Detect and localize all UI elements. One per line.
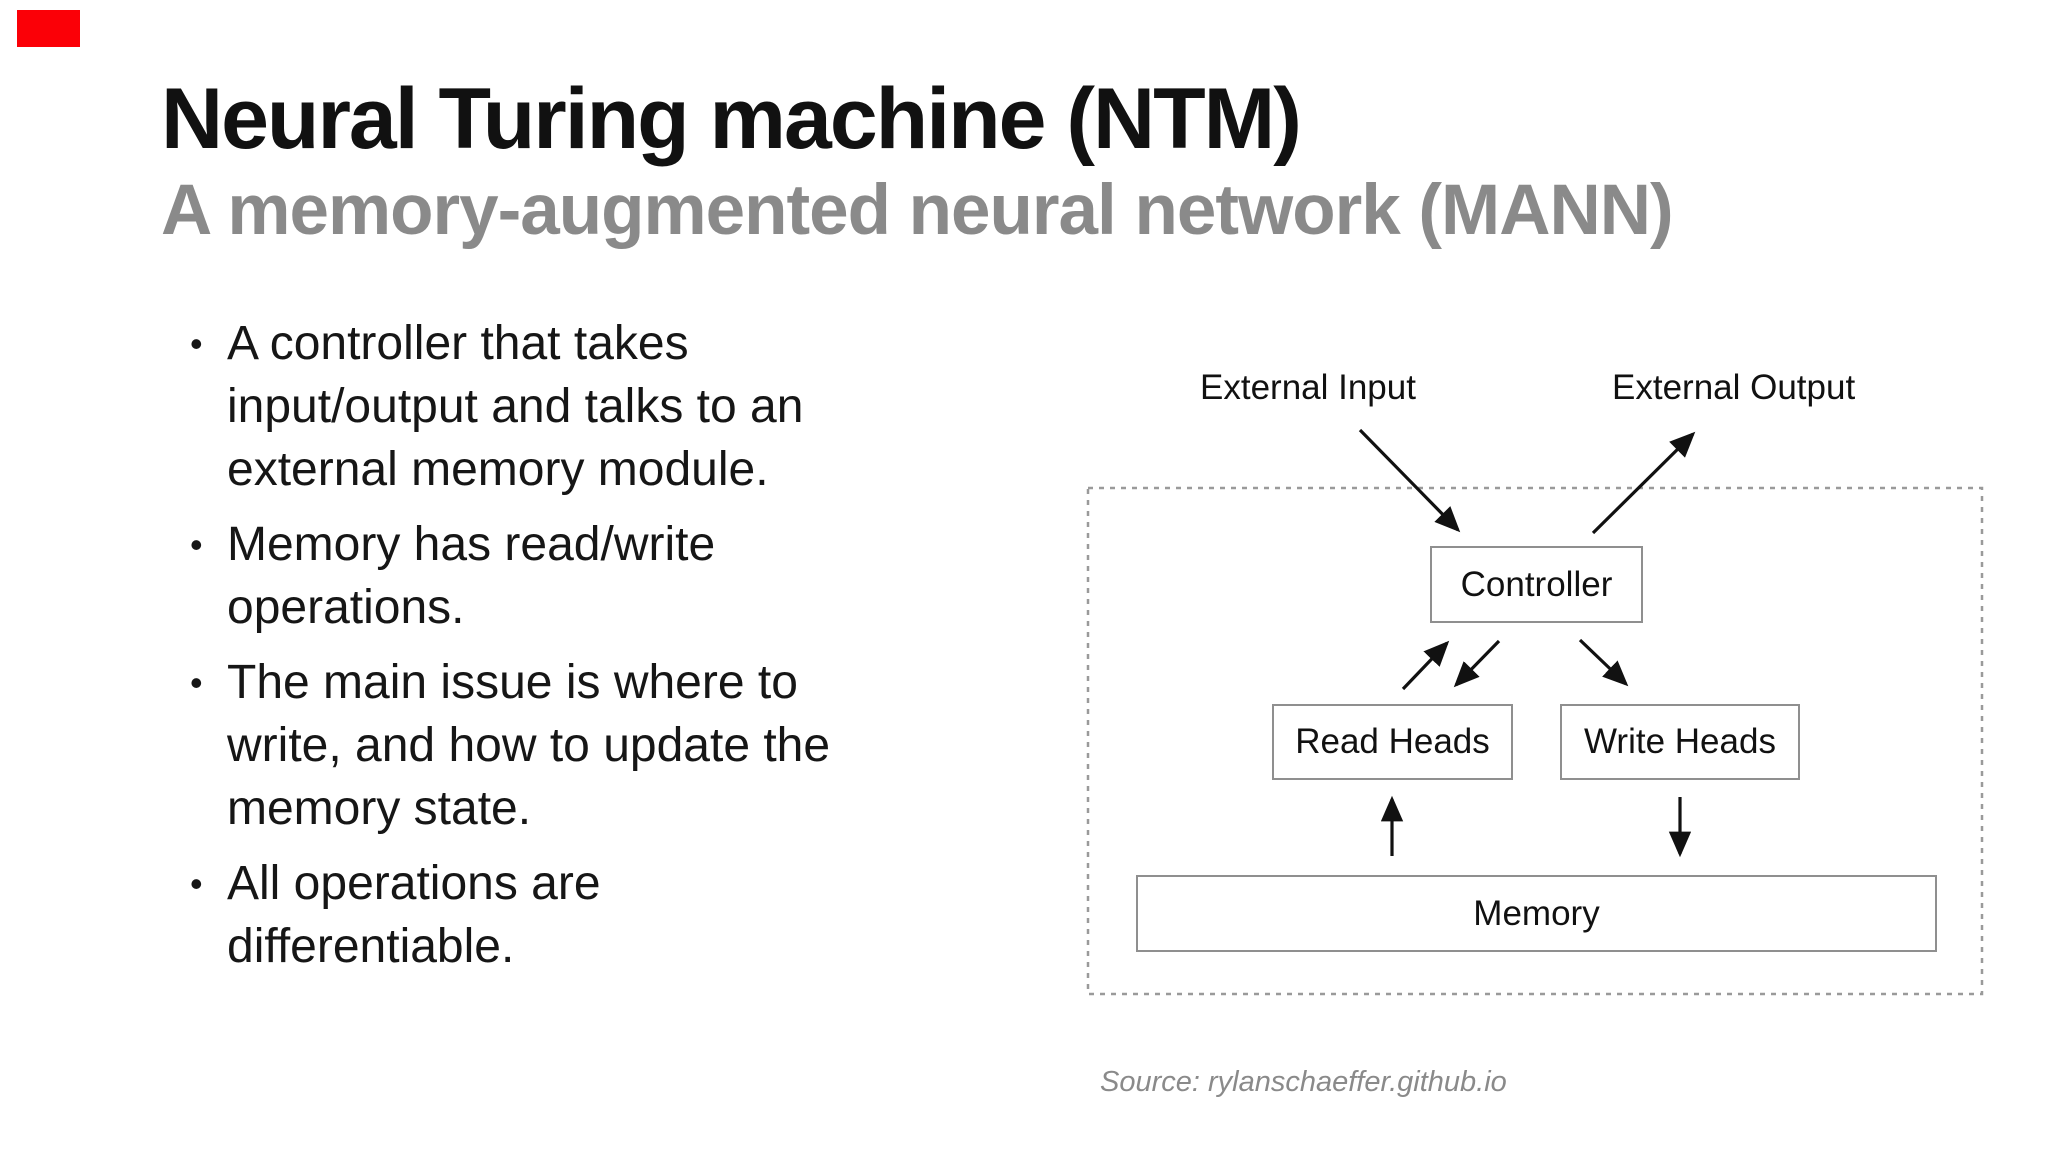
bullet-text: The main issue is where to write, and ho… — [227, 651, 830, 840]
controller-box: Controller — [1430, 546, 1643, 623]
arrow-external-input-to-controller — [1358, 428, 1461, 533]
bullet-line: external memory module. — [227, 443, 769, 496]
list-item: • All operations are differentiable. — [190, 852, 990, 978]
read-heads-label: Read Heads — [1295, 722, 1490, 761]
list-item: • Memory has read/write operations. — [190, 513, 990, 639]
bullet-line: A controller that takes — [227, 317, 689, 370]
bullet-icon: • — [190, 863, 203, 904]
arrow-controller-to-write-heads — [1578, 638, 1629, 687]
record-indicator — [17, 10, 80, 47]
arrow-controller-to-read-heads — [1453, 639, 1501, 688]
source-caption: Source: rylanschaeffer.github.io — [1100, 1066, 1507, 1098]
external-output-label: External Output — [1612, 368, 1856, 407]
arrow-read-heads-to-controller — [1401, 640, 1450, 691]
page-subtitle: A memory-augmented neural network (MANN) — [161, 171, 1674, 250]
bullet-line: memory state. — [227, 782, 532, 835]
bullet-line: differentiable. — [227, 920, 515, 973]
bullet-list: • A controller that takes input/output a… — [190, 312, 990, 990]
bullet-text: All operations are differentiable. — [227, 852, 601, 978]
bullet-line: operations. — [227, 581, 465, 634]
memory-box: Memory — [1136, 875, 1937, 952]
bullet-text: Memory has read/write operations. — [227, 513, 715, 639]
bullet-icon: • — [190, 524, 203, 565]
bullet-icon: • — [190, 323, 203, 364]
write-heads-label: Write Heads — [1584, 722, 1776, 761]
memory-label: Memory — [1473, 893, 1600, 933]
bullet-line: All operations are — [227, 857, 601, 910]
arrow-controller-to-external-output — [1591, 431, 1696, 535]
external-input-label: External Input — [1200, 368, 1416, 407]
page-title: Neural Turing machine (NTM) — [161, 71, 1302, 167]
bullet-line: Memory has read/write — [227, 518, 716, 571]
list-item: • A controller that takes input/output a… — [190, 312, 990, 501]
write-heads-box: Write Heads — [1560, 704, 1800, 780]
bullet-line: input/output and talks to an — [227, 380, 804, 433]
bullet-line: The main issue is where to — [227, 656, 798, 709]
list-item: • The main issue is where to write, and … — [190, 651, 990, 840]
controller-label: Controller — [1460, 564, 1613, 604]
bullet-line: write, and how to update the — [227, 719, 831, 772]
bullet-icon: • — [190, 662, 203, 703]
read-heads-box: Read Heads — [1272, 704, 1513, 780]
bullet-text: A controller that takes input/output and… — [227, 312, 803, 501]
